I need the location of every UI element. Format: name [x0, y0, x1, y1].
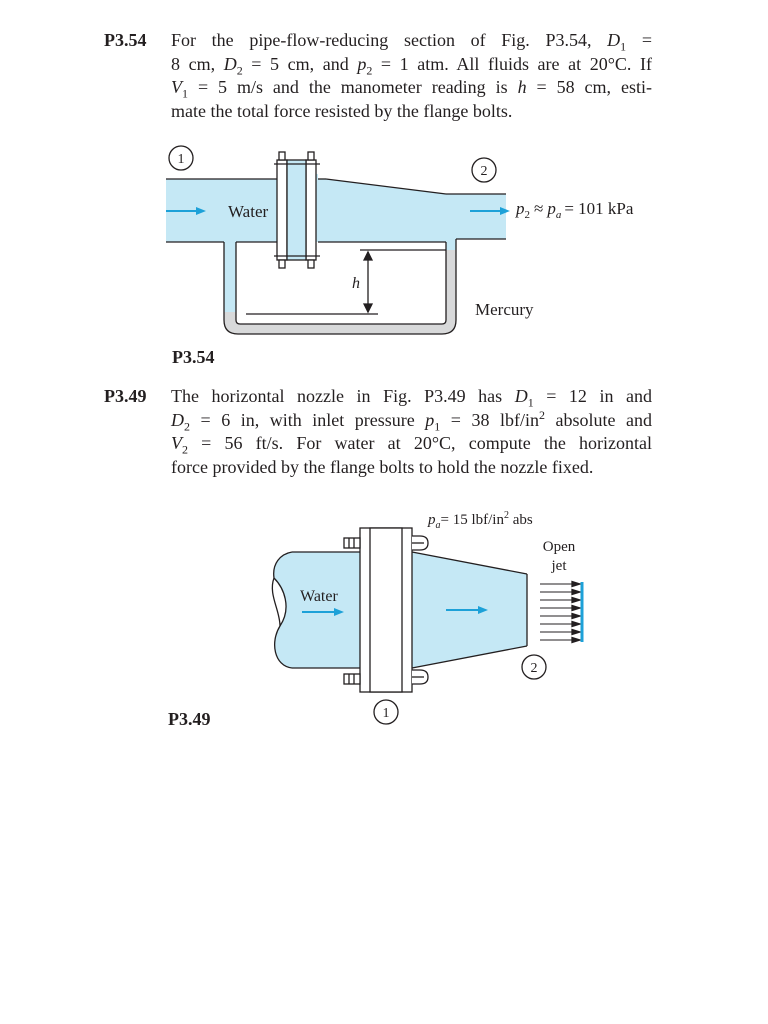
statement-line: D2 = 6 in, with inlet pressure p1 = 38 l… — [171, 409, 652, 433]
jet-arrow — [540, 620, 583, 628]
pipe-manometer-diagram: h Water 1 2 p2≈pa= 101 kPa Mercury — [166, 145, 634, 335]
jet-arrow — [540, 580, 583, 588]
math-symbol: D2 — [223, 53, 243, 78]
text-run: = 5 cm, and — [242, 53, 358, 74]
mercury-fill — [224, 250, 456, 334]
station-1-label: 1 — [178, 152, 185, 167]
flow-arrow-inlet — [302, 608, 344, 616]
pipe-water — [166, 174, 506, 320]
flow-arrow-in — [166, 207, 206, 215]
math-symbol: D1 — [514, 386, 534, 410]
statement-line: V2 = 56 ft/s. For water at 20°C, compute… — [171, 432, 652, 456]
text-run: = 58 cm, esti- — [526, 77, 652, 97]
text-run: mate the total force resisted by the fla… — [171, 100, 513, 121]
statement-line: For the pipe-flow-reducing section of Fi… — [171, 29, 652, 53]
flow-arrow-nozzle — [446, 606, 488, 614]
flow-arrow-out — [470, 207, 510, 215]
text-run: = 12 in and — [533, 386, 652, 406]
text-run: = 56 ft/s. For water at 20°C, compute th… — [188, 433, 652, 453]
station-2-label: 2 — [531, 661, 538, 676]
text-run: = — [626, 30, 652, 50]
inlet-pipe-water — [273, 552, 360, 668]
mercury-label: Mercury — [475, 300, 534, 319]
text-run: = 6 in, with inlet pressure — [190, 409, 426, 430]
nozzle-outline — [271, 551, 528, 669]
jet-arrow — [540, 588, 583, 596]
figure-p3-49: Water pa= 15 lbf/in2 abs Open jet 1 2 — [262, 502, 622, 732]
statement-line: force provided by the flange bolts to ho… — [171, 456, 652, 480]
nozzle-diagram: Water pa= 15 lbf/in2 abs Open jet 1 2 — [271, 510, 584, 725]
jet-arrow — [540, 628, 583, 636]
figure-p3-54: h Water 1 2 p2≈pa= 101 kPa Mercury — [166, 144, 666, 344]
statement-line: V1 = 5 m/s and the manometer reading is … — [171, 76, 652, 100]
math-symbol: V1 — [171, 77, 188, 101]
open-jet-label-1: Open — [543, 539, 576, 555]
problem-statement: The horizontal nozzle in Fig. P3.49 has … — [171, 385, 652, 479]
text-run: For the pipe-flow-reducing section of Fi… — [171, 30, 608, 50]
problem-p3-49: P3.49 The horizontal nozzle in Fig. P3.4… — [104, 385, 652, 481]
jet-arrow — [540, 596, 583, 604]
figure-caption-p3-49: P3.49 — [168, 709, 211, 729]
statement-line: The horizontal nozzle in Fig. P3.49 has … — [171, 385, 652, 409]
statement-line: 8 cm, D2 = 5 cm, and p2 = 1 atm. All flu… — [171, 53, 652, 77]
jet-arrow — [540, 636, 583, 644]
math-symbol: D1 — [607, 30, 627, 54]
math-symbol: D2 — [171, 409, 190, 434]
math-symbol: 2 — [538, 407, 545, 422]
station-1-marker — [373, 699, 399, 725]
problem-statement: For the pipe-flow-reducing section of Fi… — [171, 29, 652, 123]
text-run: 8 cm, — [171, 53, 224, 74]
text-run: force provided by the flange bolts to ho… — [171, 456, 594, 477]
jet-arrow — [540, 612, 583, 620]
problem-number: P3.54 — [104, 30, 147, 50]
ambient-pressure-label: pa= 15 lbf/in2 abs — [427, 510, 533, 531]
statement-line: mate the total force resisted by the fla… — [171, 100, 652, 124]
outlet-pressure-label: p2≈pa= 101 kPa — [515, 199, 634, 221]
water-label: Water — [228, 202, 268, 221]
text-run: absolute and — [544, 409, 653, 430]
station-2-marker — [521, 654, 547, 680]
h-dimension — [362, 250, 374, 314]
station-1-marker — [168, 145, 194, 171]
math-symbol: p2 — [357, 53, 373, 78]
station-1-label: 1 — [383, 706, 390, 721]
text-run: = 1 atm. All fluids are at 20°C. If — [372, 53, 652, 74]
problem-p3-54: P3.54 For the pipe-flow-reducing section… — [104, 29, 652, 125]
water-label: Water — [300, 588, 338, 605]
pipe-outline — [166, 178, 506, 335]
math-symbol: p1 — [425, 409, 441, 434]
text-run: = 38 lbf/in — [440, 409, 539, 430]
math-symbol: V2 — [171, 433, 188, 457]
station-2-marker — [471, 157, 497, 183]
math-symbol: h — [517, 77, 527, 97]
figure-caption-p3-54: P3.54 — [172, 347, 215, 367]
station-2-label: 2 — [481, 164, 488, 179]
open-jet-label-2: jet — [551, 558, 568, 574]
nozzle-flange — [343, 527, 429, 693]
problem-number: P3.49 — [104, 386, 147, 406]
h-label: h — [352, 275, 360, 292]
text-run: The horizontal nozzle in Fig. P3.49 has — [171, 386, 515, 406]
flange — [274, 151, 320, 269]
jet-arrows — [540, 580, 583, 644]
jet-arrow — [540, 604, 583, 612]
text-run: = 5 m/s and the manometer reading is — [188, 77, 518, 97]
